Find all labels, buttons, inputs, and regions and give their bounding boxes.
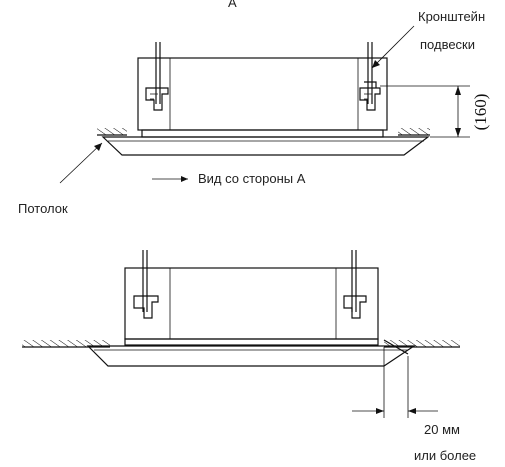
top-ceiling-hatch-right <box>398 128 430 135</box>
top-unit-body <box>137 57 388 131</box>
bottom-view: 20 мм или более <box>22 250 476 463</box>
label-bracket-line1: Кронштейн <box>418 9 485 24</box>
top-ceiling-hatch-left <box>97 128 127 135</box>
top-bracket-right <box>359 81 381 111</box>
top-bracket-left <box>145 87 169 111</box>
label-a: A <box>228 0 237 10</box>
label-bracket-line2: подвески <box>420 37 475 52</box>
bottom-ceiling-hatch-left <box>22 340 110 347</box>
dimension-label: (160) <box>471 94 490 131</box>
top-view: A <box>18 0 490 216</box>
top-decorative-panel <box>101 136 430 156</box>
label-gap-line2: или более <box>414 448 476 463</box>
bottom-bracket-left <box>133 295 159 319</box>
label-gap-line1: 20 мм <box>424 422 460 437</box>
bottom-unit-body <box>124 267 379 340</box>
bottom-decorative-panel <box>86 345 416 367</box>
bottom-bracket-right <box>343 295 367 319</box>
label-ceiling: Потолок <box>18 201 68 216</box>
label-view-from: Вид со стороны А <box>198 171 306 186</box>
bottom-ceiling-hatch-right <box>384 340 460 347</box>
